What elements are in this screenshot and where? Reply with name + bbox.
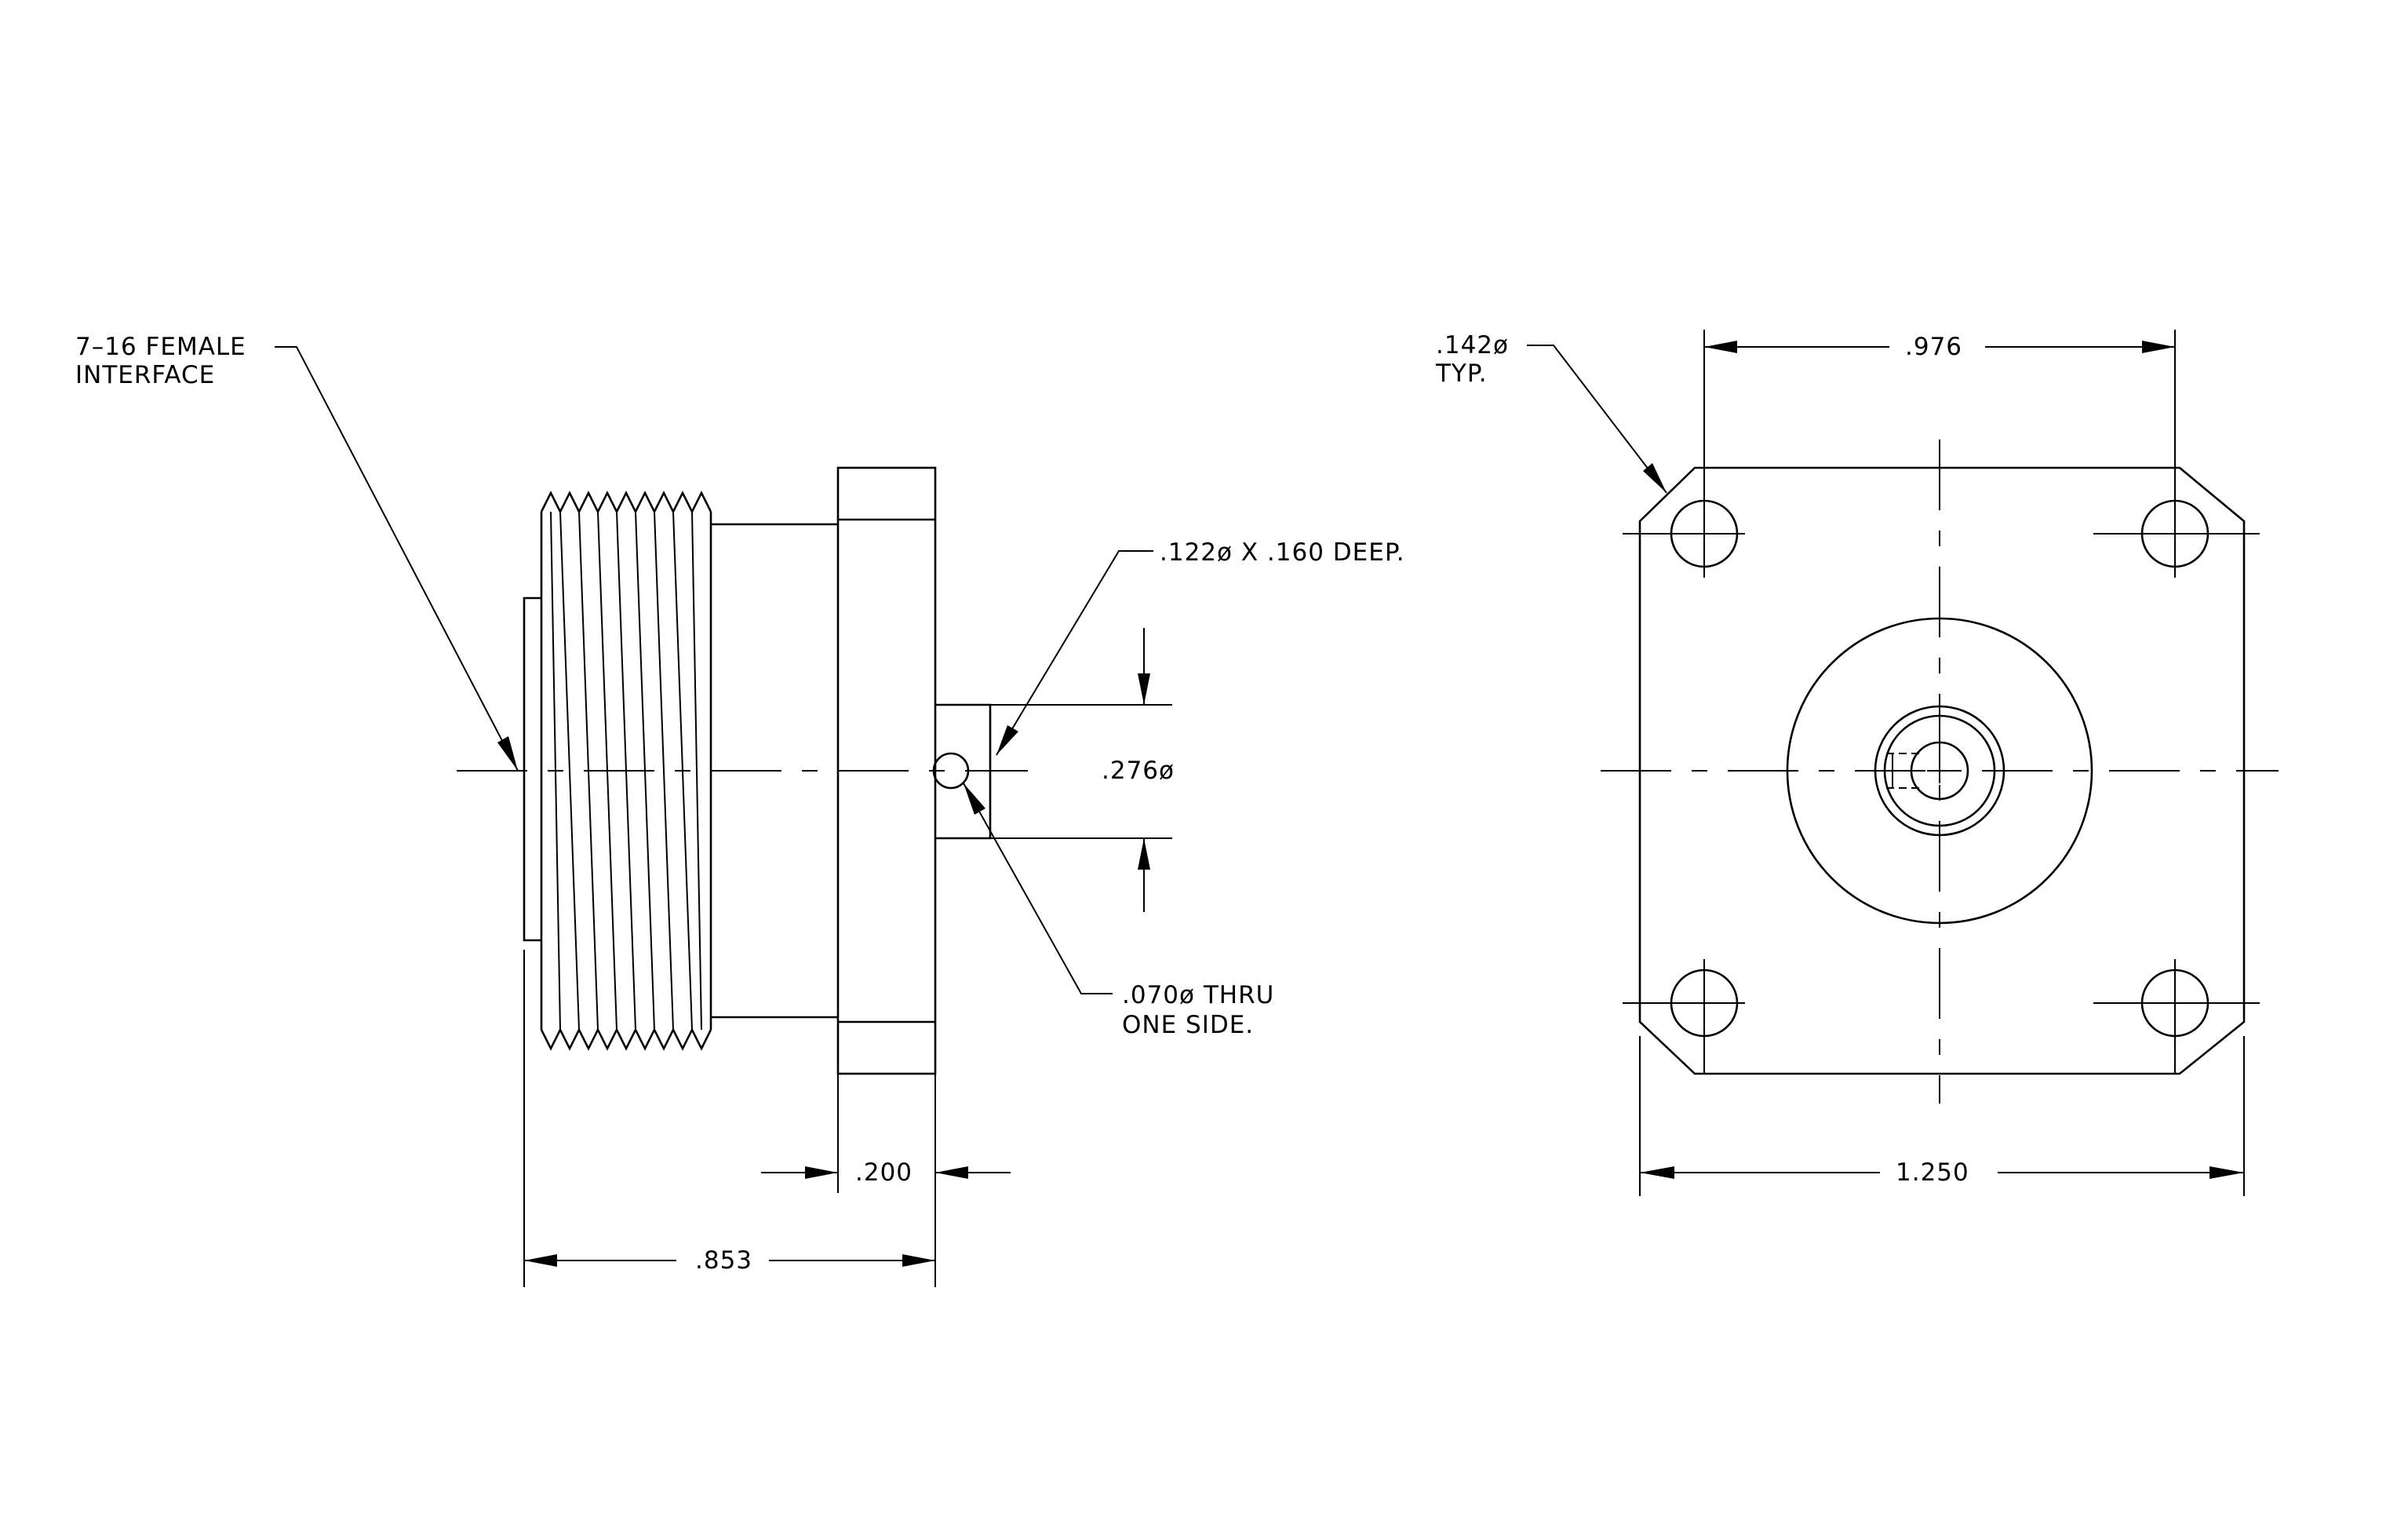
- hole-depth-note: .122ø X .160 DEEP.: [1160, 538, 1405, 567]
- overall-length-dim: .853: [695, 1246, 753, 1275]
- thru-hole-note-line2: ONE SIDE.: [1122, 1011, 1255, 1039]
- flange-thickness-dim: .200: [855, 1158, 913, 1187]
- hole-diameter-note-line2: TYP.: [1436, 359, 1488, 388]
- hole-spacing-dim: .976: [1905, 333, 1963, 361]
- side-view: [275, 346, 1172, 1287]
- thru-hole-note-line1: .070ø THRU: [1122, 981, 1275, 1009]
- interface-note-line2: INTERFACE: [75, 361, 216, 389]
- interface-note-line1: 7–16 FEMALE: [75, 333, 246, 361]
- flange-width-dim: 1.250: [1896, 1158, 1969, 1187]
- front-flange-outline: [1638, 466, 2246, 1075]
- hole-diameter-note-line1: .142ø: [1436, 331, 1509, 359]
- body-neck: [711, 523, 838, 1019]
- stub-diameter-dim: .276ø: [1102, 757, 1175, 785]
- front-view: [1527, 330, 2279, 1196]
